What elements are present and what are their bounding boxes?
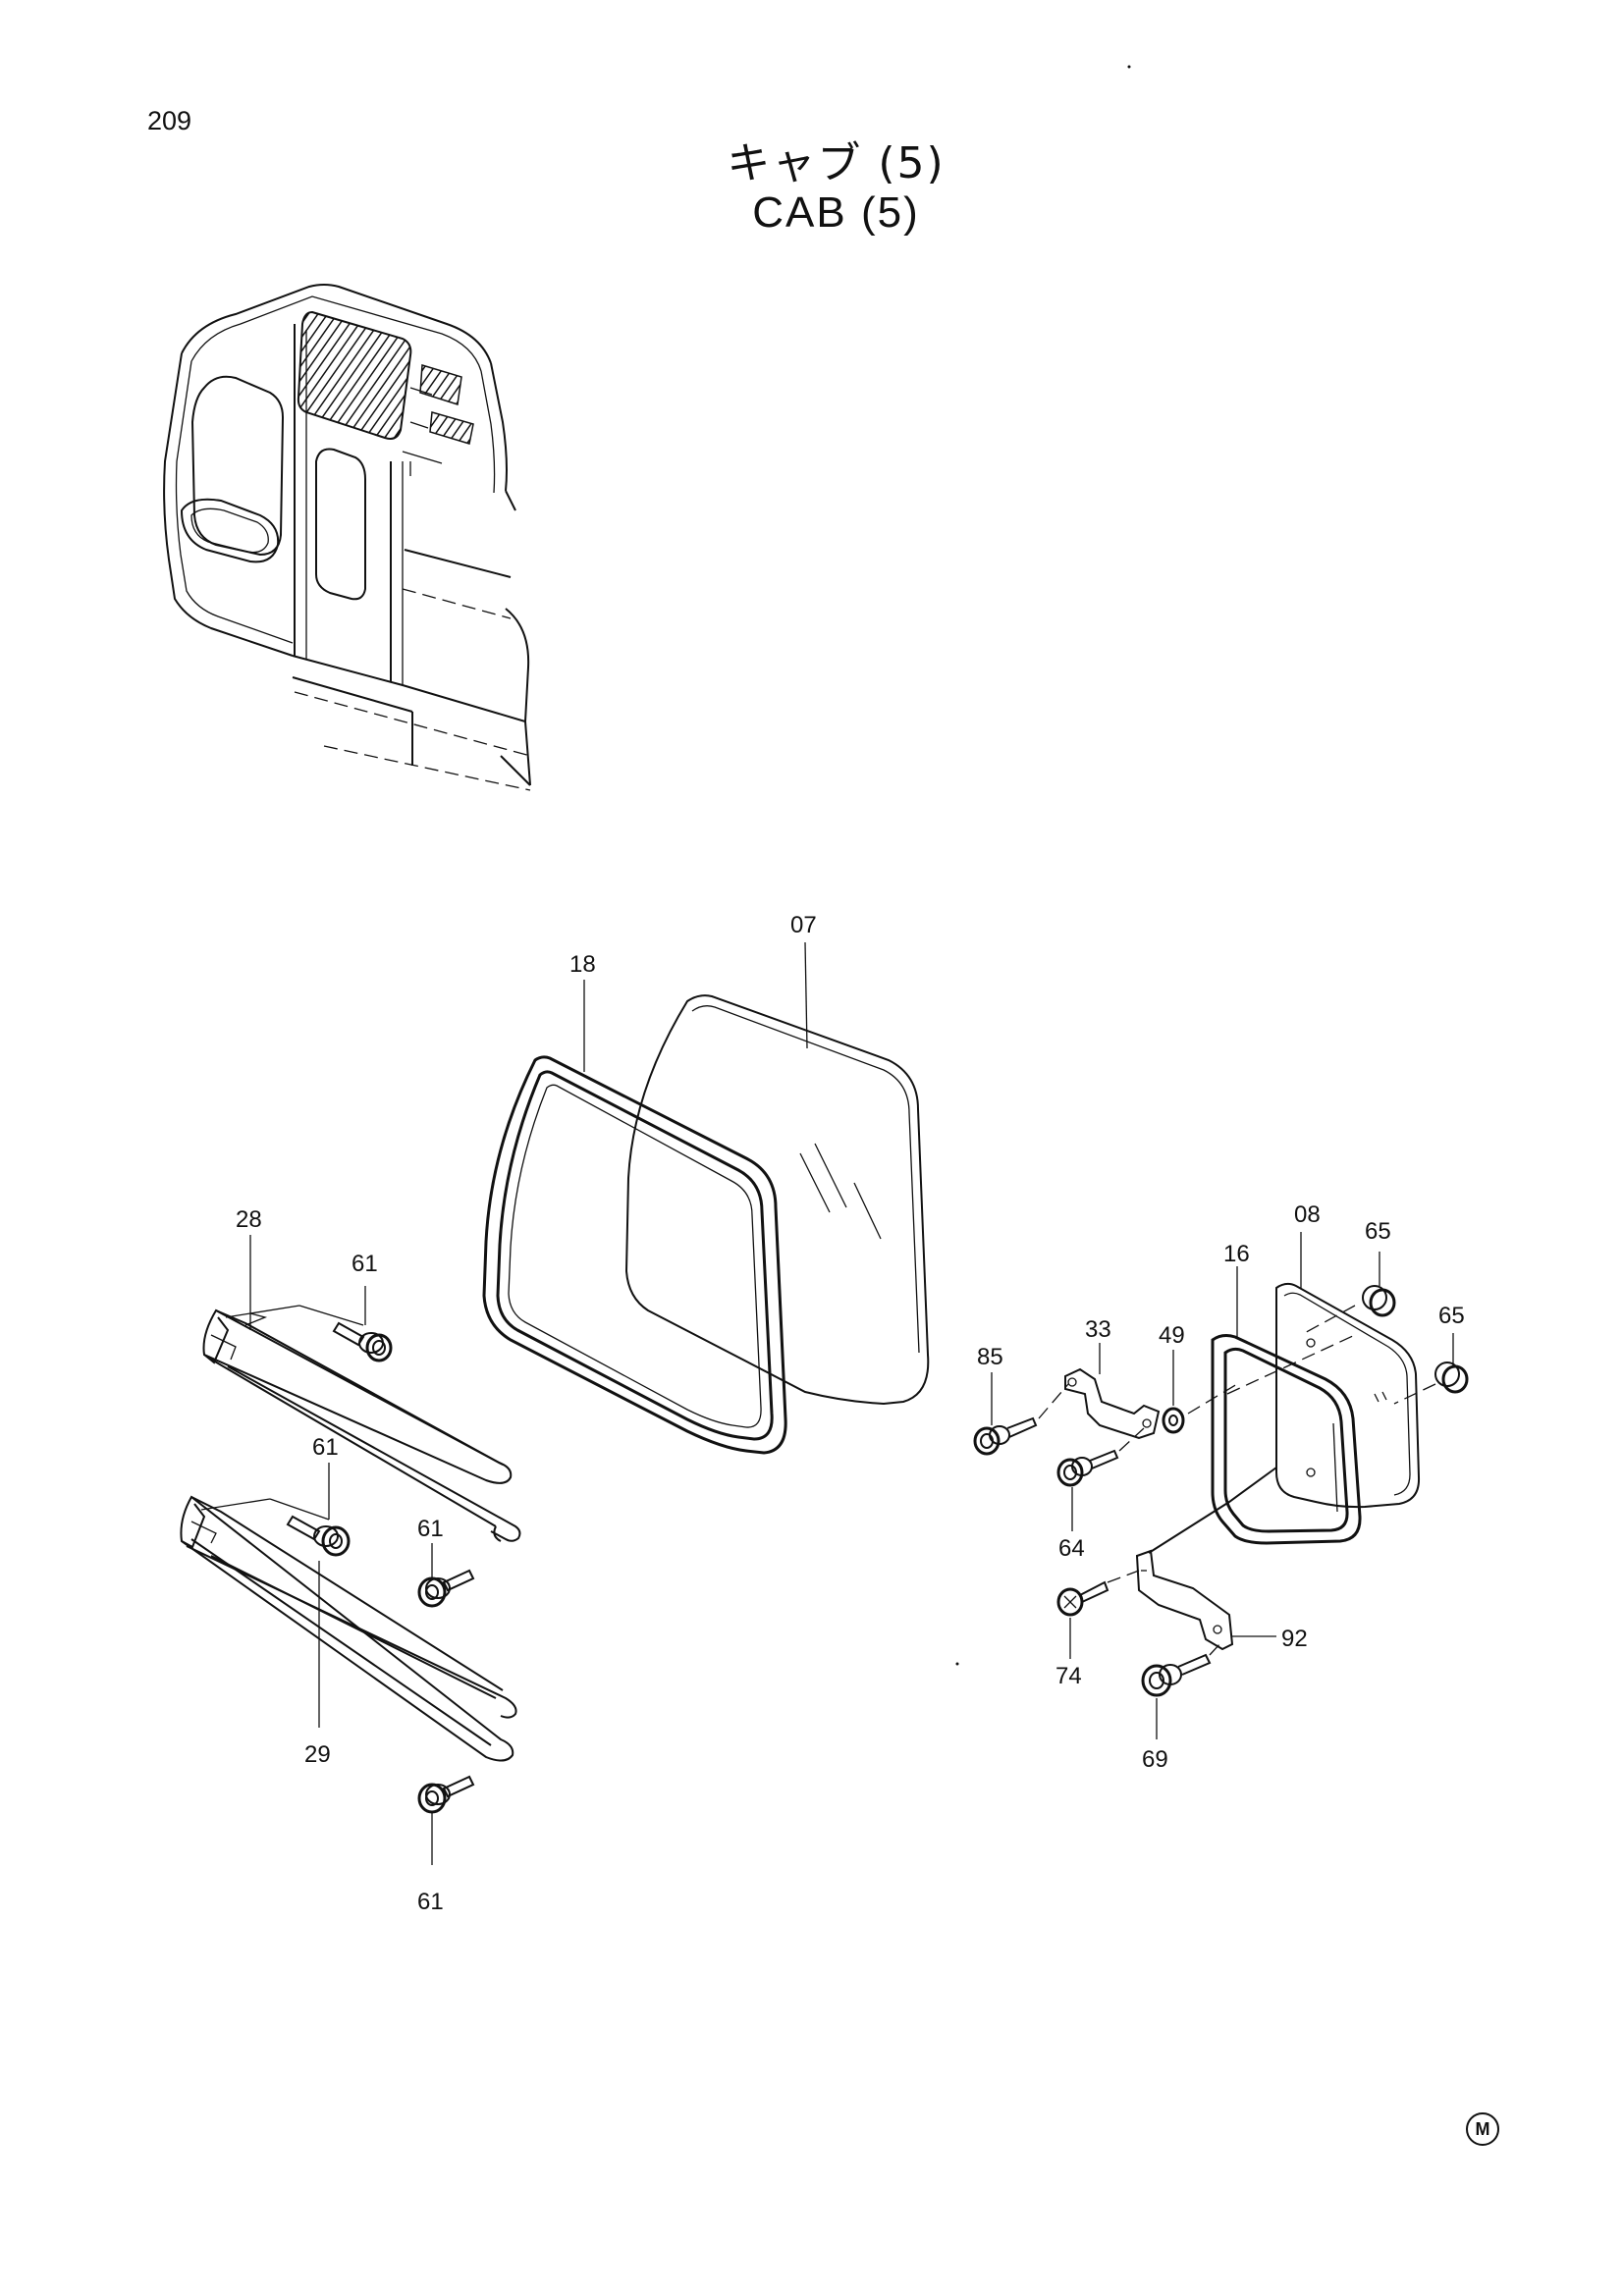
bolt-61-a <box>332 1321 393 1362</box>
label-69: 69 <box>1142 1746 1168 1773</box>
leader-lines <box>200 941 1454 1865</box>
label-16: 16 <box>1223 1241 1250 1267</box>
bolt-61-c <box>417 1569 475 1608</box>
label-61-d: 61 <box>417 1889 444 1915</box>
bolt-85 <box>973 1383 1069 1456</box>
window-glass-07 <box>624 994 930 1406</box>
label-74: 74 <box>1055 1663 1082 1689</box>
window-panel-08 <box>1275 1282 1421 1509</box>
bolt-61-d <box>417 1775 475 1814</box>
label-28: 28 <box>236 1206 262 1233</box>
label-18: 18 <box>569 951 596 978</box>
label-61-c: 61 <box>417 1516 444 1542</box>
label-92: 92 <box>1281 1626 1308 1652</box>
part-labels: 07 18 28 61 61 61 29 61 08 16 65 65 33 4… <box>236 912 1465 1915</box>
bracket-33 <box>1064 1367 1161 1440</box>
bolt-69 <box>1141 1640 1223 1697</box>
trim-strip-28 <box>202 1308 521 1542</box>
label-49: 49 <box>1159 1322 1185 1349</box>
label-08: 08 <box>1294 1201 1321 1228</box>
weatherstrip-18 <box>482 1055 787 1455</box>
cab-overview-illustration <box>163 284 531 791</box>
nut-65-a <box>1300 1285 1396 1336</box>
trim-strip-29 <box>180 1495 517 1762</box>
bolt-61-b <box>286 1515 351 1557</box>
label-61-a: 61 <box>352 1251 378 1277</box>
page-title-japanese: キャブ (5) <box>727 138 946 188</box>
label-85: 85 <box>977 1344 1003 1370</box>
label-33: 33 <box>1085 1316 1111 1343</box>
corner-mark: M <box>1466 2112 1499 2146</box>
label-65-a: 65 <box>1365 1218 1391 1245</box>
bolt-64 <box>1056 1427 1145 1487</box>
page-number: 209 <box>147 106 192 135</box>
label-29: 29 <box>304 1741 331 1768</box>
frame-gasket-16 <box>1211 1334 1362 1545</box>
label-61-b: 61 <box>312 1434 339 1461</box>
label-07: 07 <box>790 912 817 938</box>
label-65-b: 65 <box>1438 1303 1465 1329</box>
washer-49 <box>1162 1383 1238 1434</box>
bracket-92 <box>1135 1467 1277 1651</box>
screw-74 <box>1056 1570 1140 1617</box>
page-title-english: CAB (5) <box>752 188 920 237</box>
label-64: 64 <box>1058 1535 1085 1562</box>
nut-65-b <box>1393 1362 1469 1405</box>
